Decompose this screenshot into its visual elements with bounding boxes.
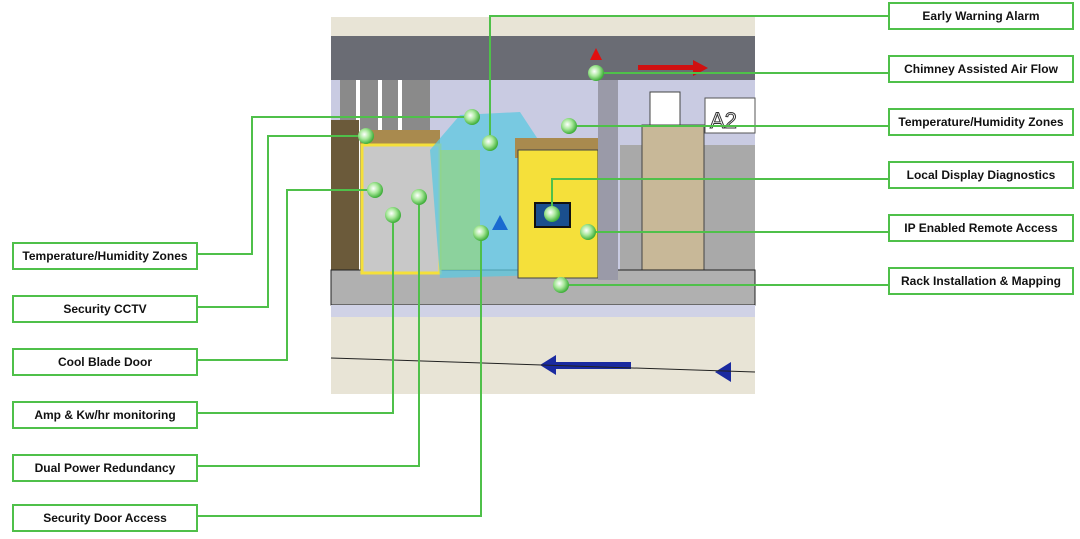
hotspot-dots bbox=[358, 65, 604, 293]
label-cool-blade-door: Cool Blade Door bbox=[12, 348, 198, 376]
label-temp-humidity-right: Temperature/Humidity Zones bbox=[888, 108, 1074, 136]
label-dual-power: Dual Power Redundancy bbox=[12, 454, 198, 482]
label-chimney-air-flow: Chimney Assisted Air Flow bbox=[888, 55, 1074, 83]
aisle-sign bbox=[704, 97, 756, 134]
pod-left bbox=[360, 143, 442, 275]
connector-lines bbox=[198, 15, 888, 517]
side-rack bbox=[331, 120, 359, 270]
back-door bbox=[649, 91, 681, 128]
up-airflow-arrow-icon bbox=[590, 48, 602, 60]
label-local-display: Local Display Diagnostics bbox=[888, 161, 1074, 189]
label-rack-installation: Rack Installation & Mapping bbox=[888, 267, 1074, 295]
floor-edge bbox=[331, 305, 755, 317]
label-security-door-access: Security Door Access bbox=[12, 504, 198, 532]
label-amp-kwhr: Amp & Kw/hr monitoring bbox=[12, 401, 198, 429]
aisle-sign-text: A2 bbox=[710, 108, 737, 133]
cold-air-arrow-icon bbox=[492, 215, 508, 230]
label-ip-remote-access: IP Enabled Remote Access bbox=[888, 214, 1074, 242]
pod-left-top bbox=[360, 130, 440, 145]
label-early-warning-alarm: Early Warning Alarm bbox=[888, 2, 1074, 30]
cabinet bbox=[641, 124, 705, 286]
label-security-cctv: Security CCTV bbox=[12, 295, 198, 323]
label-temp-humidity-left: Temperature/Humidity Zones bbox=[12, 242, 198, 270]
cool-blade-door bbox=[440, 150, 480, 270]
